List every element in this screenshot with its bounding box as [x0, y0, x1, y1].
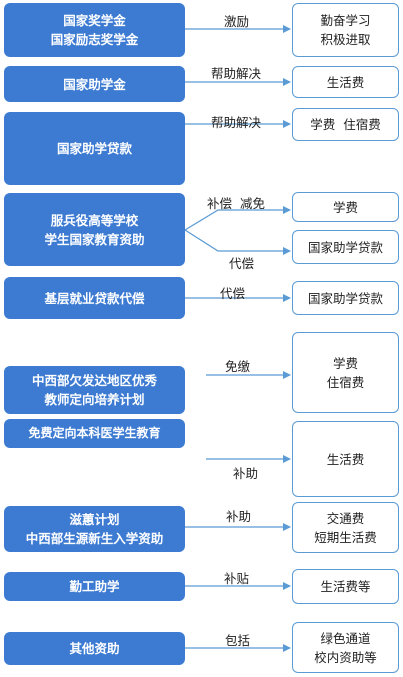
- grassroots-loan-label: 基层就业贷款代偿: [44, 290, 145, 306]
- label-compensation-waiver: 补偿 减免: [207, 196, 265, 211]
- label-subsidy-1: 补助: [233, 466, 259, 481]
- other-aid-box: 其他资助: [4, 632, 185, 665]
- zihui-plan-line-1: 滋蕙计划: [69, 512, 120, 527]
- medical-education-label: 免费定向本科医学生教育: [28, 426, 161, 440]
- other-aid-label: 其他资助: [69, 641, 120, 656]
- transport-line-1: 交通费: [326, 510, 365, 526]
- grant-label: 国家助学金: [63, 76, 126, 92]
- label-repayment-2: 代偿: [220, 286, 246, 301]
- label-subsidy-2: 补助: [226, 509, 252, 524]
- label-incentive: 激励: [224, 14, 250, 29]
- national-loan-label-2: 国家助学贷款: [307, 290, 383, 306]
- tuition-housing-box-2: 学费 住宿费: [292, 332, 399, 413]
- work-study-label: 勤工助学: [69, 579, 120, 594]
- military-aid-line-2: 学生国家教育资助: [44, 231, 145, 247]
- teacher-training-box: 中西部欠发达地区优秀 教师定向培养计划: [4, 366, 185, 414]
- transport-line-2: 短期生活费: [314, 529, 377, 545]
- green-channel-line-1: 绿色通道: [320, 630, 371, 646]
- national-loan-box-1: 国家助学贷款: [292, 230, 399, 264]
- scholarship-box: 国家奖学金 国家励志奖学金: [4, 3, 185, 57]
- diligence-box: 勤奋学习 积极进取: [292, 3, 399, 57]
- teacher-training-line-2: 教师定向培养计划: [44, 392, 145, 407]
- green-channel-line-2: 校内资助等: [314, 649, 377, 665]
- work-study-box: 勤工助学: [4, 572, 185, 601]
- medical-education-box: 免费定向本科医学生教育: [4, 419, 185, 448]
- label-help-solve-1: 帮助解决: [211, 66, 262, 81]
- transport-box: 交通费 短期生活费: [292, 502, 399, 553]
- military-aid-line-1: 服兵役高等学校: [50, 212, 139, 228]
- living-expenses-etc-box: 生活费等: [292, 569, 399, 604]
- living-expenses-box-2: 生活费: [292, 421, 399, 497]
- tuition-housing-line-2: 住宿费: [326, 374, 365, 390]
- tuition-housing-line-1: 学费: [332, 355, 358, 371]
- national-loan-label-1: 国家助学贷款: [307, 239, 383, 255]
- scholarship-line-2: 国家励志奖学金: [50, 32, 139, 47]
- arrow-military-tuition: [184, 206, 291, 231]
- label-allowance: 补贴: [224, 571, 250, 586]
- tuition-label: 学费: [332, 199, 358, 215]
- label-help-solve-2: 帮助解决: [211, 115, 262, 130]
- living-expenses-label-1: 生活费: [326, 74, 365, 90]
- national-loan-box-2: 国家助学贷款: [292, 281, 399, 315]
- living-expenses-etc-label: 生活费等: [320, 579, 371, 594]
- zihui-plan-box: 滋蕙计划 中西部生源新生入学资助: [4, 506, 185, 552]
- living-expenses-box-1: 生活费: [292, 66, 399, 98]
- label-exempt: 免缴: [225, 359, 251, 374]
- grassroots-loan-box: 基层就业贷款代偿: [4, 277, 185, 319]
- diligence-line-2: 积极进取: [320, 32, 371, 47]
- scholarship-line-1: 国家奖学金: [63, 13, 126, 28]
- military-aid-box: 服兵役高等学校 学生国家教育资助: [4, 193, 185, 266]
- student-loan-label: 国家助学贷款: [56, 141, 132, 156]
- tuition-housing-box: 学费 住宿费: [292, 108, 399, 141]
- label-repayment-1: 代偿: [229, 256, 255, 271]
- tuition-box: 学费: [292, 192, 399, 222]
- living-expenses-label-2: 生活费: [326, 451, 365, 467]
- green-channel-box: 绿色通道 校内资助等: [292, 622, 399, 673]
- zihui-plan-line-2: 中西部生源新生入学资助: [25, 531, 164, 546]
- tuition-housing-label: 学费 住宿费: [310, 117, 381, 132]
- arrow-military-loan: [184, 229, 291, 255]
- student-loan-box: 国家助学贷款: [4, 112, 185, 185]
- grant-box: 国家助学金: [4, 66, 185, 102]
- teacher-training-line-1: 中西部欠发达地区优秀: [31, 373, 157, 388]
- label-includes: 包括: [225, 633, 251, 648]
- diligence-line-1: 勤奋学习: [320, 13, 371, 28]
